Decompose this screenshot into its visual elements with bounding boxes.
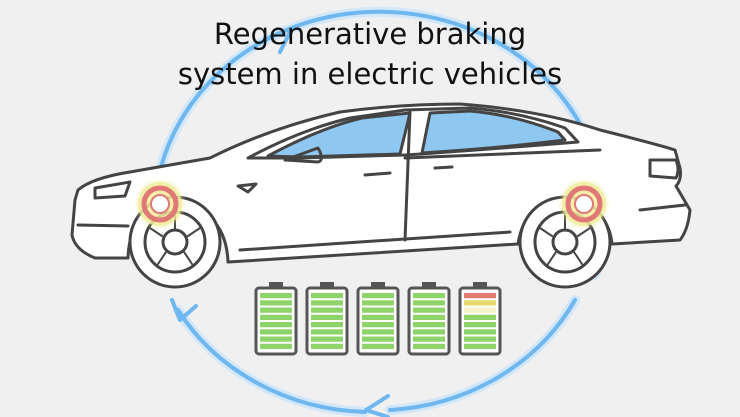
battery-segment bbox=[362, 300, 394, 306]
battery-segment bbox=[464, 307, 496, 313]
battery-segment bbox=[464, 329, 496, 335]
battery-segment bbox=[464, 336, 496, 342]
battery-segment bbox=[464, 322, 496, 328]
battery-segment bbox=[362, 336, 394, 342]
battery-cap bbox=[320, 282, 334, 288]
battery-segment bbox=[311, 329, 343, 335]
rear-brake-disc bbox=[562, 182, 606, 226]
arrowhead-bottom bbox=[364, 394, 390, 417]
battery-segment bbox=[311, 336, 343, 342]
battery-segment bbox=[413, 293, 445, 299]
front-brake-disc bbox=[138, 182, 182, 226]
battery-segment bbox=[413, 343, 445, 349]
battery-segment bbox=[311, 314, 343, 320]
battery-cap bbox=[422, 282, 436, 288]
battery-segment bbox=[413, 336, 445, 342]
battery-segment bbox=[464, 343, 496, 349]
battery-segment bbox=[260, 343, 292, 349]
battery-segment bbox=[413, 300, 445, 306]
battery-segment bbox=[260, 293, 292, 299]
battery-segment bbox=[413, 329, 445, 335]
arrowhead-top bbox=[266, 26, 294, 54]
battery-icon bbox=[305, 282, 349, 356]
front-wheel bbox=[128, 195, 222, 289]
title-line-1: Regenerative braking bbox=[213, 17, 527, 51]
battery-icon bbox=[254, 282, 298, 356]
battery-icon bbox=[407, 282, 451, 356]
page-title: Regenerative braking system in electric … bbox=[0, 14, 740, 94]
brake-disc-icon bbox=[138, 182, 606, 226]
battery-segment bbox=[311, 300, 343, 306]
battery-segment bbox=[413, 307, 445, 313]
battery-segment bbox=[362, 329, 394, 335]
battery-segment bbox=[260, 314, 292, 320]
battery-row bbox=[254, 282, 502, 356]
battery-segment bbox=[362, 293, 394, 299]
battery-segment bbox=[464, 300, 496, 306]
battery-segment bbox=[260, 329, 292, 335]
battery-segment bbox=[311, 343, 343, 349]
battery-segment bbox=[260, 336, 292, 342]
battery-icon bbox=[458, 282, 502, 356]
battery-segment bbox=[413, 314, 445, 320]
battery-icon bbox=[356, 282, 400, 356]
battery-segment bbox=[260, 300, 292, 306]
rear-window bbox=[420, 109, 567, 155]
battery-segment bbox=[311, 293, 343, 299]
battery-segment bbox=[362, 343, 394, 349]
battery-segment bbox=[362, 307, 394, 313]
battery-cap bbox=[473, 282, 487, 288]
battery-segment bbox=[362, 314, 394, 320]
car-icon bbox=[70, 102, 692, 289]
battery-cap bbox=[269, 282, 283, 288]
battery-segment bbox=[464, 293, 496, 299]
battery-segment bbox=[413, 322, 445, 328]
battery-segment bbox=[260, 307, 292, 313]
arrowhead-left bbox=[170, 298, 198, 322]
battery-segment bbox=[464, 314, 496, 320]
battery-segment bbox=[311, 322, 343, 328]
battery-cap bbox=[371, 282, 385, 288]
battery-segment bbox=[311, 307, 343, 313]
title-line-2: system in electric vehicles bbox=[177, 57, 563, 91]
battery-segment bbox=[260, 322, 292, 328]
battery-segment bbox=[362, 322, 394, 328]
